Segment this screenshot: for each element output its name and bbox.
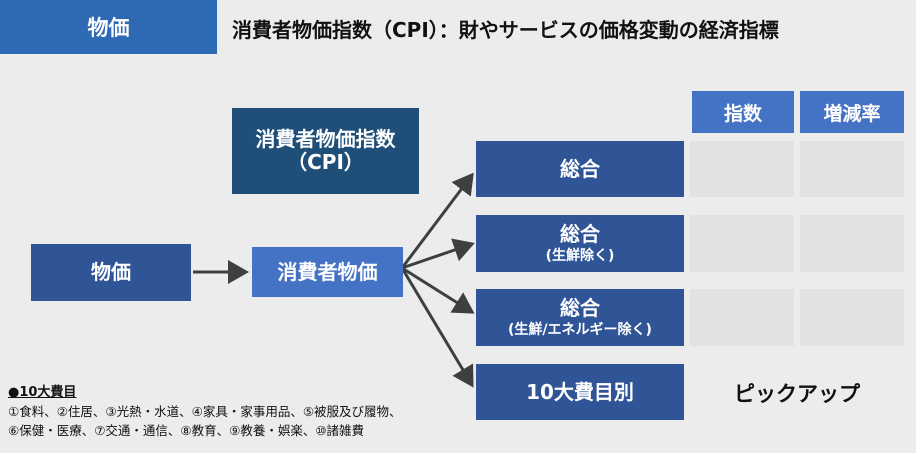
cpi-box-line2: （CPI）: [287, 150, 364, 174]
consumer-price-label: 消費者物価: [277, 259, 378, 284]
table-cell: [690, 215, 794, 272]
notes-line-2: ⑥保健・医療、⑦交通・通信、⑧教育、⑨教養・娯楽、⑩諸雑費: [8, 423, 365, 438]
arrow-to-total: [400, 172, 474, 269]
cpi-box: 消費者物価指数 （CPI）: [232, 108, 419, 194]
cpi-box-line1: 消費者物価指数: [255, 127, 396, 151]
header-index: 指数: [692, 91, 794, 133]
category-total-ex-fresh-energy-label: 総合: [560, 295, 600, 320]
arrow-to-total-ex-fresh: [401, 238, 475, 270]
category-ten-items-label: 10大費目別: [526, 379, 634, 404]
price-box: 物価: [31, 244, 191, 301]
table-cell: [800, 289, 904, 346]
category-ten-items: 10大費目別: [476, 364, 684, 420]
arrow-to-total-ex-fresh-energy: [401, 266, 475, 314]
header-index-label: 指数: [723, 102, 762, 125]
table-cell: [690, 289, 794, 346]
table-cell: [800, 141, 904, 197]
header-change-rate: 増減率: [800, 91, 904, 133]
notes-line-1: ①食料、②住居、③光熱・水道、④家具・家事用品、⑤被服及び履物、: [8, 404, 402, 419]
category-total-ex-fresh-energy: 総合 (生鮮/エネルギー除く): [476, 289, 684, 346]
category-total-label: 総合: [560, 156, 600, 181]
arrow-to-ten-categories: [400, 267, 474, 388]
topic-tag: 物価: [0, 0, 217, 54]
category-total: 総合: [476, 141, 684, 197]
notes-title: ●10大費目: [8, 385, 77, 400]
slide-title: 消費者物価指数（CPI）：財やサービスの価格変動の経済指標: [232, 17, 779, 42]
category-total-ex-fresh-energy-sub: (生鮮/エネルギー除く): [508, 321, 652, 338]
category-total-ex-fresh-sub: (生鮮除く): [545, 247, 615, 264]
category-total-ex-fresh-label: 総合: [560, 221, 600, 246]
table-cell: [690, 141, 794, 197]
price-box-label: 物価: [91, 260, 131, 284]
pickup-label: ピックアップ: [734, 381, 860, 406]
table-cell: [800, 215, 904, 272]
header-change-rate-label: 増減率: [823, 102, 881, 125]
consumer-price-box: 消費者物価: [252, 247, 403, 297]
category-total-ex-fresh: 総合 (生鮮除く): [476, 215, 684, 272]
